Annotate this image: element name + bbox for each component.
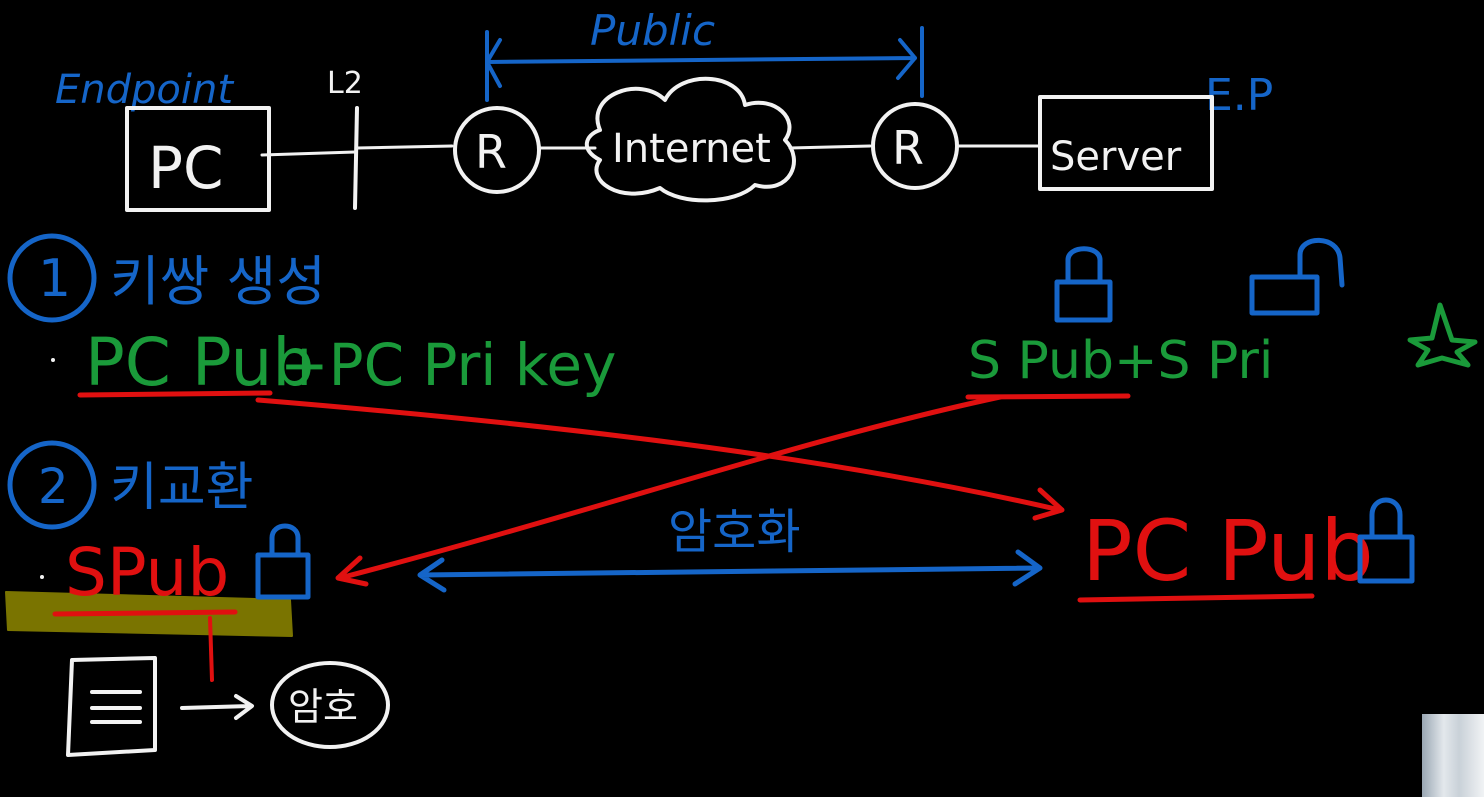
step2-number-circle bbox=[7, 440, 97, 530]
s-pub-underline bbox=[52, 609, 238, 617]
arrow-pc-pub-to-server bbox=[255, 397, 1065, 521]
pc-pub-red: PC Pub bbox=[1082, 502, 1374, 600]
encrypt-label: 암호화 bbox=[668, 504, 800, 560]
step2: 2 키교환 SPub 암호화 PC Pub 암호 bbox=[5, 440, 1415, 757]
unlock-icon bbox=[1249, 237, 1345, 316]
pc-pub-green: PC Pub bbox=[85, 324, 314, 401]
pc-pub-red-underline bbox=[1077, 593, 1315, 603]
arrow-doc-to-result bbox=[180, 694, 254, 720]
pc-label: PC bbox=[148, 134, 223, 202]
pc-pub-underline bbox=[77, 390, 273, 398]
document-icon bbox=[66, 656, 157, 757]
step1-number-circle bbox=[7, 233, 97, 323]
step1-title: 키쌍 생성 bbox=[110, 250, 326, 313]
l2-label: L2 bbox=[327, 66, 363, 101]
ep-label: E.P bbox=[1205, 70, 1273, 121]
server-box bbox=[1038, 95, 1214, 191]
step1: 1 키쌍 생성 PC Pub +PC Pri key S Pub+S Pri bbox=[7, 233, 1478, 401]
link-l2-router bbox=[355, 144, 454, 150]
arrow-s-pub-to-pc bbox=[335, 394, 1003, 587]
s-keys-green: S Pub+S Pri bbox=[968, 331, 1273, 391]
lock-icon bbox=[1357, 497, 1415, 584]
l2-switch bbox=[353, 106, 359, 210]
link-cloud-router bbox=[788, 144, 872, 150]
webcam-thumbnail bbox=[1422, 714, 1484, 797]
link-pc-l2 bbox=[260, 150, 357, 157]
star-icon bbox=[1407, 302, 1478, 368]
step2-title: 키교환 bbox=[110, 458, 254, 518]
s-pub-red: SPub bbox=[65, 534, 229, 611]
pc-box bbox=[125, 106, 271, 212]
encrypt-arrow bbox=[417, 549, 1043, 593]
router-right-label: R bbox=[892, 121, 924, 175]
router-left bbox=[453, 106, 541, 194]
exchange-arrows bbox=[255, 394, 1065, 587]
step1-number: 1 bbox=[38, 249, 71, 309]
lock-icon bbox=[255, 523, 311, 600]
step2-number: 2 bbox=[38, 459, 69, 515]
result-circle bbox=[270, 661, 390, 749]
cloud-icon bbox=[584, 76, 796, 203]
bullet-dot bbox=[40, 575, 44, 579]
pc-keys-rest: +PC Pri key bbox=[280, 331, 616, 399]
server-label: Server bbox=[1050, 134, 1182, 180]
lock-icon bbox=[1054, 246, 1113, 323]
public-arrow bbox=[485, 26, 924, 102]
internet-label: Internet bbox=[612, 126, 771, 172]
public-label: Public bbox=[590, 6, 715, 55]
result-label: 암호 bbox=[288, 685, 358, 729]
s-pub-stem bbox=[208, 616, 214, 682]
bullet-dot bbox=[51, 358, 55, 362]
endpoint-label: Endpoint bbox=[55, 67, 234, 113]
network-diagram: Public Endpoint E.P L2 PC R Internet R S… bbox=[55, 6, 1273, 212]
router-left-label: R bbox=[475, 125, 507, 179]
